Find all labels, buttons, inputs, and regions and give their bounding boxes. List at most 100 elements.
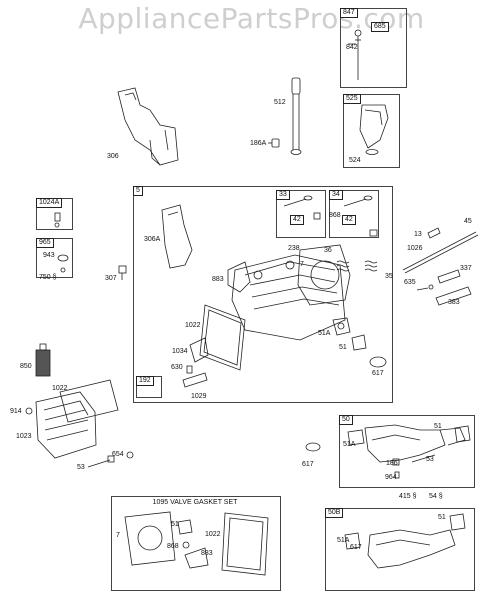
small-parts-1034-drawing — [182, 337, 209, 388]
callout-1034: 1034 — [172, 348, 188, 355]
intake-manifold-50-drawing — [364, 424, 466, 463]
callout-51Ab: 51A — [343, 441, 356, 448]
box-label-192: 192 — [136, 376, 154, 386]
group-box-50 — [339, 415, 475, 488]
callout-750: 750 § — [39, 274, 57, 281]
callout-415: 415 § — [399, 493, 417, 500]
callout-914: 914 — [10, 408, 22, 415]
gasket-51A-50B-drawing — [344, 532, 361, 550]
callout-1022a: 1022 — [185, 322, 201, 329]
part-654-drawing — [126, 451, 134, 459]
box-label-965: 965 — [36, 238, 54, 248]
bolt-307-drawing — [118, 265, 127, 280]
group-box-847 — [340, 8, 407, 88]
callout-868a: 868 — [329, 212, 341, 219]
callout-307: 307 — [105, 275, 117, 282]
callout-306: 306 — [107, 153, 119, 160]
gasket-51-50B-drawing — [449, 513, 466, 531]
shroud-306-drawing — [117, 87, 179, 166]
gasket-set-title: 1095 VALVE GASKET SET — [152, 499, 238, 506]
group-box-525 — [343, 94, 400, 168]
callout-238: 238 — [288, 245, 300, 252]
callout-883a: 883 — [212, 276, 224, 283]
stud-53b-drawing — [411, 454, 436, 463]
dipstick-tube-512-drawing — [290, 77, 302, 155]
callout-635: 635 — [404, 279, 416, 286]
box-label-847: 847 — [340, 8, 358, 18]
group-box-50B — [325, 508, 475, 591]
callout-868b: 868 — [167, 543, 179, 550]
sub-box-label-42b: 42 — [342, 215, 356, 225]
callout-617c: 617 — [350, 544, 362, 551]
watermark: AppliancePartsPros.com — [78, 2, 425, 35]
callout-186A: 186A — [250, 140, 267, 147]
box-label-525: 525 — [343, 94, 361, 104]
rocker-cover-1023-drawing — [35, 391, 97, 459]
callout-7a: 7 — [300, 261, 304, 268]
head-gasket-7-drawing — [297, 244, 351, 306]
gasket-set-1022-drawing — [221, 512, 269, 576]
cylinder-head-drawing — [231, 254, 346, 341]
callout-1022b: 1022 — [52, 385, 68, 392]
callout-842: 842 — [346, 44, 358, 51]
box-label-50: 50 — [339, 415, 353, 425]
gasket-51A-drawing — [332, 317, 351, 336]
part-635-drawing — [416, 284, 434, 291]
stud-53a-drawing — [87, 455, 115, 468]
valve-33-drawing — [283, 195, 321, 220]
callout-383: 383 — [448, 299, 460, 306]
callout-943: 943 — [43, 252, 55, 259]
group-box-1095-gasket-set — [111, 496, 281, 591]
group-box-33 — [276, 190, 326, 238]
pushrod-1026-drawing — [402, 231, 479, 274]
callout-337: 337 — [460, 265, 472, 272]
group-box-5 — [133, 186, 393, 403]
callout-51d: 51 — [438, 514, 446, 521]
valve-34-drawing — [343, 195, 378, 237]
sub-box-label-42a: 42 — [290, 215, 304, 225]
gasket-51A-50-drawing — [347, 429, 365, 446]
part-337-drawing — [437, 269, 461, 284]
callout-630: 630 — [171, 364, 183, 371]
callout-51b: 51 — [434, 423, 442, 430]
part-186-drawing — [392, 458, 400, 466]
callout-617b: 617 — [302, 461, 314, 468]
callout-850: 850 — [20, 363, 32, 370]
callout-51Ac: 51A — [337, 537, 350, 544]
box-label-33: 33 — [276, 190, 290, 200]
part-1024A-drawing — [54, 212, 61, 228]
part-964-drawing — [394, 471, 400, 479]
part-383-drawing — [435, 286, 472, 306]
callout-45: 45 — [464, 218, 472, 225]
box-label-1024A: 1024A — [36, 198, 63, 208]
callout-617a: 617 — [372, 370, 384, 377]
callout-306A: 306A — [144, 236, 161, 243]
box-label-50B: 50B — [325, 508, 344, 518]
gasket-set-51-drawing — [177, 519, 193, 535]
group-box-34 — [329, 190, 379, 238]
gasket-51-50-drawing — [454, 425, 471, 443]
callout-13: 13 — [414, 231, 422, 238]
callout-51Aa: 51A — [318, 330, 331, 337]
dipstick-842-drawing — [348, 29, 362, 80]
intake-manifold-50B-drawing — [367, 529, 456, 569]
callout-524: 524 — [349, 157, 361, 164]
callout-1023: 1023 — [16, 433, 32, 440]
callout-186: 186 — [386, 460, 398, 467]
bottle-850-drawing — [35, 343, 51, 377]
group-box-965 — [36, 238, 73, 278]
gasket-1022-left-drawing — [59, 379, 119, 423]
oring-617a-drawing — [369, 356, 387, 368]
gasket-set-883-drawing — [184, 547, 209, 569]
callout-964: 964 — [385, 474, 397, 481]
breather-524-drawing — [359, 104, 389, 155]
callout-883b: 883 — [201, 550, 213, 557]
spring-35-drawing — [364, 260, 378, 272]
part-914-drawing — [25, 407, 33, 415]
rocker-gasket-1022-drawing — [199, 304, 246, 371]
oring-617b-drawing — [305, 442, 321, 452]
callout-1022c: 1022 — [205, 531, 221, 538]
gasket-883-drawing — [227, 261, 251, 293]
